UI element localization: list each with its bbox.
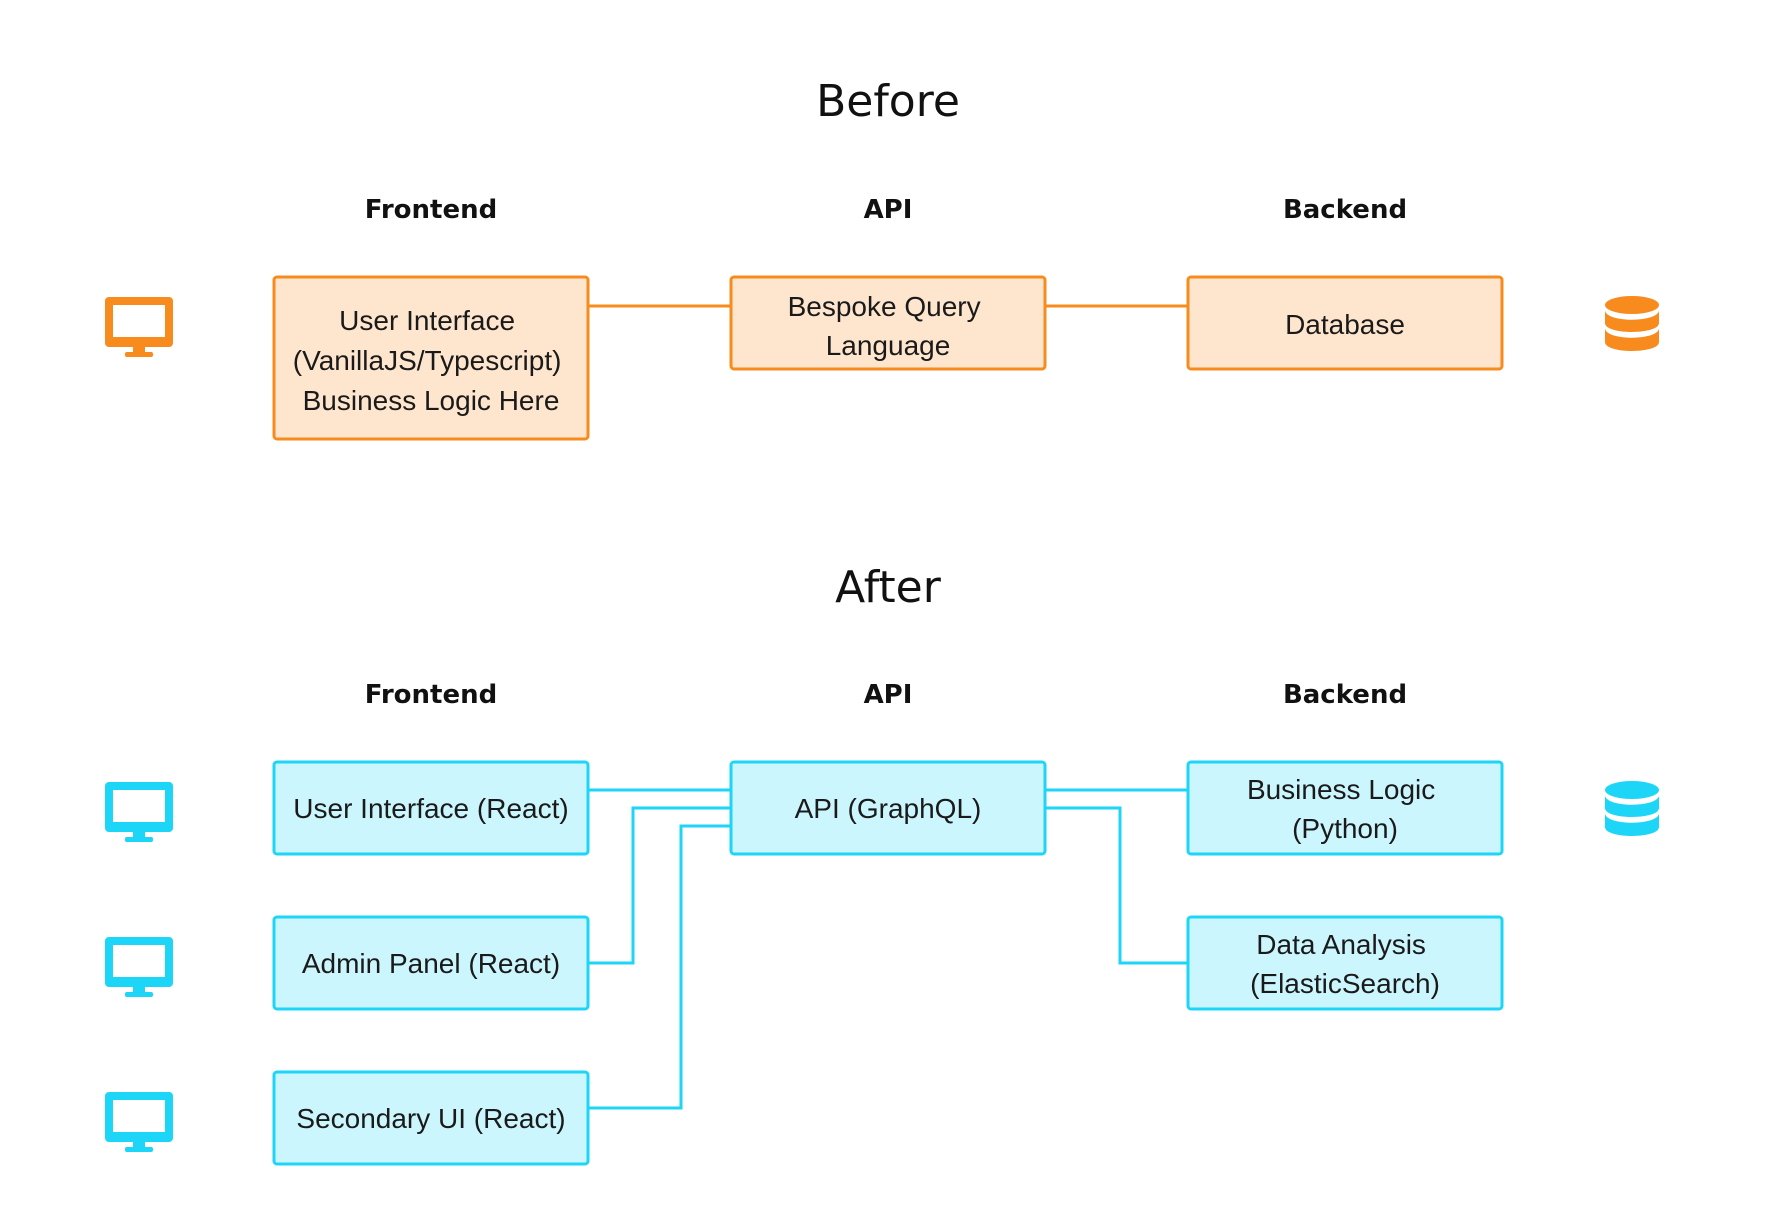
- box-line: Secondary UI (React): [296, 1103, 565, 1134]
- box-line: Language: [826, 330, 951, 361]
- monitor-icon: [105, 937, 173, 997]
- before-frontend-box: User Interface (VanillaJS/Typescript) Bu…: [272, 275, 590, 441]
- svg-text:Bespoke Query Language: Bespoke Query Language: [788, 291, 989, 361]
- before-section: Before Frontend API Backend User Interfa…: [105, 76, 1659, 441]
- box-line: (ElasticSearch): [1250, 968, 1440, 999]
- svg-text:API (GraphQL): API (GraphQL): [795, 793, 982, 824]
- svg-text:Secondary UI (React): Secondary UI (React): [296, 1103, 565, 1134]
- after-title: After: [835, 562, 942, 613]
- svg-text:Data Analysis (Elastic: Data Analysis (ElasticSearch): [1250, 929, 1440, 999]
- before-title: Before: [816, 76, 960, 127]
- svg-text:Admin Panel (React): Admin Panel (React): [302, 948, 560, 979]
- box-line: Bespoke Query: [788, 291, 981, 322]
- before-header-api: API: [864, 195, 913, 225]
- svg-text:User Interface (React): User Interface (React): [293, 793, 568, 824]
- svg-text:Database: Database: [1285, 309, 1405, 340]
- box-line: (Python): [1292, 813, 1398, 844]
- box-line: Admin Panel (React): [302, 948, 560, 979]
- connector-admin-to-api: [588, 806, 731, 965]
- box-line: Business Logic Here: [303, 385, 560, 416]
- monitor-icon: [105, 297, 173, 357]
- box-line: Database: [1285, 309, 1405, 340]
- svg-text:User Interface (Vanill: User Interface (VanillaJS/Typescript) Bu…: [293, 305, 569, 416]
- after-header-frontend: Frontend: [365, 680, 497, 710]
- monitor-icon: [105, 782, 173, 842]
- monitor-icon: [105, 1092, 173, 1152]
- before-header-frontend: Frontend: [365, 195, 497, 225]
- box-line: User Interface (React): [293, 793, 568, 824]
- box-line: (VanillaJS/Typescript): [293, 345, 562, 376]
- after-section: After Frontend API Backend: [105, 562, 1659, 1166]
- after-backend-box-data-analysis: Data Analysis (ElasticSearch): [1186, 915, 1504, 1011]
- box-line: User Interface: [339, 305, 515, 336]
- box-line: API (GraphQL): [795, 793, 982, 824]
- svg-text:Business Logic (Python: Business Logic (Python): [1247, 774, 1443, 844]
- before-backend-box: Database: [1186, 275, 1504, 371]
- before-api-box: Bespoke Query Language: [729, 275, 1047, 371]
- before-header-backend: Backend: [1283, 195, 1407, 225]
- after-backend-box-business-logic: Business Logic (Python): [1186, 760, 1504, 856]
- after-frontend-box-user-interface: User Interface (React): [272, 760, 590, 856]
- box-line: Data Analysis: [1256, 929, 1426, 960]
- connector-api-to-data-analysis: [1045, 806, 1188, 965]
- after-frontend-box-admin-panel: Admin Panel (React): [272, 915, 590, 1011]
- after-header-backend: Backend: [1283, 680, 1407, 710]
- database-icon: [1605, 781, 1659, 836]
- after-api-box: API (GraphQL): [729, 760, 1047, 856]
- after-frontend-box-secondary-ui: Secondary UI (React): [272, 1070, 590, 1166]
- box-line: Business Logic: [1247, 774, 1435, 805]
- connector-secondary-to-api: [588, 824, 731, 1110]
- after-header-api: API: [864, 680, 913, 710]
- database-icon: [1605, 296, 1659, 351]
